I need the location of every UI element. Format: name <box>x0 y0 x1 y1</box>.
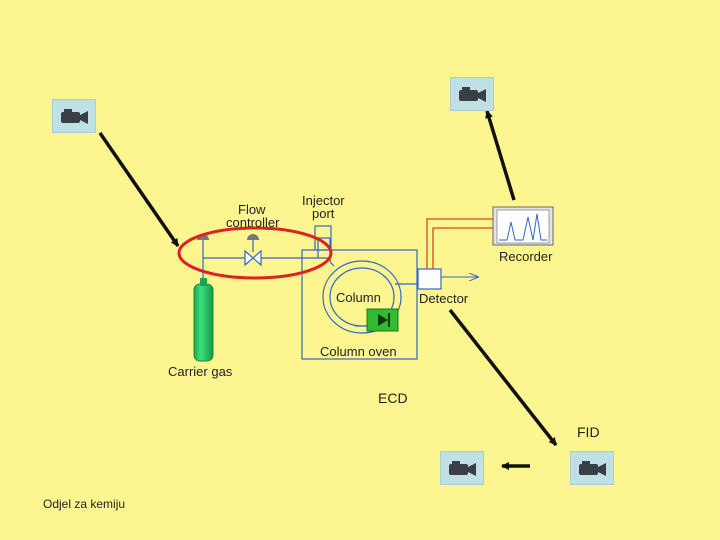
flow-controller-label-line1: Flow <box>238 202 266 217</box>
play-button[interactable] <box>366 308 399 332</box>
carrier-gas-tank <box>193 278 214 362</box>
recorder-label: Recorder <box>499 249 553 264</box>
video-button-bottom-right[interactable] <box>570 451 614 485</box>
arrow-to-fid <box>448 308 558 447</box>
video-camera-icon <box>449 461 476 476</box>
video-camera-icon <box>459 87 486 102</box>
gas-line <box>202 237 331 278</box>
injector-port-label-line2: port <box>312 206 335 221</box>
video-camera-icon <box>579 461 606 476</box>
detector-label: Detector <box>419 291 469 306</box>
flow-controller-label-line2: controller <box>226 215 280 230</box>
arrows <box>98 110 558 470</box>
flow-controller <box>197 234 262 267</box>
highlight-ellipse <box>177 226 333 280</box>
arrow-to-camera-top-right <box>485 110 516 201</box>
detector <box>417 268 478 290</box>
signal-wires <box>426 218 493 269</box>
column-oven-label: Column oven <box>320 344 397 359</box>
recorder <box>492 206 554 246</box>
ecd-label: ECD <box>378 390 408 406</box>
column-label: Column <box>336 290 381 305</box>
footer-text: Odjel za kemiju <box>43 497 126 511</box>
fid-label: FID <box>577 424 600 440</box>
column-oven <box>301 249 418 360</box>
column-coil <box>322 257 418 334</box>
video-button-bottom-left[interactable] <box>440 451 484 485</box>
carrier-gas-label: Carrier gas <box>168 364 233 379</box>
video-camera-icon <box>61 109 88 124</box>
arrow-to-carrier <box>98 132 180 247</box>
video-button-top-left[interactable] <box>52 99 96 133</box>
injector-port-label-line1: Injector <box>302 193 345 208</box>
video-button-top-right[interactable] <box>450 77 494 111</box>
